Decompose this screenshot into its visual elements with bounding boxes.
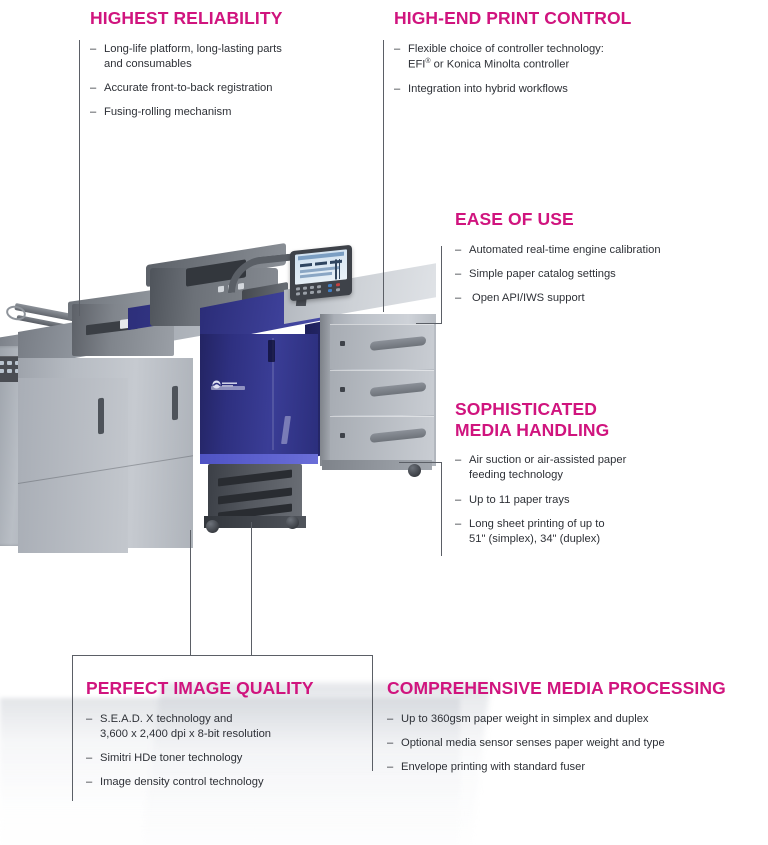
operator-control-panel[interactable] <box>290 244 352 302</box>
paper-tray-1 <box>330 324 434 369</box>
print-engine-door-notch <box>268 340 275 362</box>
bullet-item: Flexible choice of controller technology… <box>394 42 674 73</box>
connector-media-handling-vertical <box>441 462 442 556</box>
bullet-text-cont: feeding technology <box>469 469 563 482</box>
caster-wheel-right <box>408 464 421 477</box>
lower-paper-drawers <box>208 464 302 522</box>
bullet-item: Up to 360gsm paper weight in simplex and… <box>387 712 747 727</box>
section-title-highest-reliability: HIGHEST RELIABILITY <box>90 8 283 28</box>
section-high-end-print-control: HIGH-END PRINT CONTROL Flexible choice o… <box>394 8 674 106</box>
connector-comprehensive-drop <box>251 522 252 656</box>
bullet-item: Fusing-rolling mechanism <box>90 105 350 120</box>
caster-wheel-left <box>206 520 219 533</box>
bullet-item: Open API/IWS support <box>455 291 725 306</box>
left-unit-handle-a <box>98 397 104 435</box>
title-line-2: MEDIA HANDLING <box>455 419 610 440</box>
bullet-item: Long sheet printing of up to 51" (simple… <box>455 517 725 547</box>
print-engine-body <box>200 334 318 462</box>
section-perfect-image-quality: PERFECT IMAGE QUALITY S.E.A.D. X technol… <box>86 678 366 799</box>
connector-ease-of-use-horizontal <box>416 323 442 324</box>
section-comprehensive-media-processing: COMPREHENSIVE MEDIA PROCESSING Up to 360… <box>387 678 747 784</box>
panel-keypad[interactable] <box>296 282 346 297</box>
bullet-text-cont: 51" (simplex), 34" (duplex) <box>469 532 601 545</box>
bullet-text: Long sheet printing of up to <box>469 517 605 530</box>
connector-highest-reliability <box>79 40 80 316</box>
section-highest-reliability: HIGHEST RELIABILITY Long-life platform, … <box>90 8 350 129</box>
left-unit-front-door <box>18 378 128 553</box>
bullet-text-cont: EFI® or Konica Minolta controller <box>408 57 570 71</box>
paper-tray-2 <box>330 370 434 415</box>
paper-tray-3 <box>330 416 434 461</box>
connector-comprehensive-left <box>372 655 373 771</box>
konica-minolta-logo <box>212 376 238 389</box>
bullet-item: Envelope printing with standard fuser <box>387 760 747 775</box>
bullet-item: Air suction or air-assisted paper feedin… <box>455 453 725 483</box>
bullet-text: Air suction or air-assisted paper <box>469 454 627 467</box>
bullet-list-highest-reliability: Long-life platform, long-lasting parts a… <box>90 42 350 121</box>
section-title-sophisticated-media-handling: SOPHISTICATED MEDIA HANDLING <box>455 399 725 440</box>
left-unit-handle-b <box>172 385 178 421</box>
bullet-item: Long-life platform, long-lasting parts a… <box>90 42 350 72</box>
print-engine-base-strip <box>200 454 318 464</box>
bullet-item: Optional media sensor senses paper weigh… <box>387 736 747 751</box>
bullet-list-perfect-image-quality: S.E.A.D. X technology and 3,600 x 2,400 … <box>86 712 366 791</box>
bullet-text-cont: and consumables <box>104 57 192 70</box>
panel-touchscreen[interactable] <box>295 249 347 285</box>
connector-ease-of-use-vertical <box>441 246 442 324</box>
section-title-high-end-print-control: HIGH-END PRINT CONTROL <box>394 8 632 28</box>
engine-model-text <box>211 386 245 390</box>
bullet-list-sophisticated-media-handling: Air suction or air-assisted paper feedin… <box>455 453 725 547</box>
bullet-item: S.E.A.D. X technology and 3,600 x 2,400 … <box>86 712 366 742</box>
connector-media-handling-horizontal <box>399 462 442 463</box>
bullet-item: Automated real-time engine calibration <box>455 243 725 258</box>
bullet-list-high-end-print-control: Flexible choice of controller technology… <box>394 42 674 97</box>
bullet-item: Accurate front-to-back registration <box>90 81 350 96</box>
lower-drawer-base <box>204 516 306 528</box>
bullet-item: Simple paper catalog settings <box>455 267 725 282</box>
bullet-text: S.E.A.D. X technology and <box>100 712 233 725</box>
bullet-item: Simitri HDe toner technology <box>86 751 366 766</box>
section-title-perfect-image-quality: PERFECT IMAGE QUALITY <box>86 678 314 698</box>
section-ease-of-use: EASE OF USE Automated real-time engine c… <box>455 209 725 315</box>
connector-perfect-image-drop <box>190 530 191 656</box>
production-printer-image <box>0 228 491 845</box>
right-cabinet-base <box>322 460 432 470</box>
bullet-list-ease-of-use: Automated real-time engine calibration S… <box>455 243 725 306</box>
connector-high-end-print-control <box>383 40 384 312</box>
bullet-item: Image density control technology <box>86 775 366 790</box>
section-title-comprehensive-media-processing: COMPREHENSIVE MEDIA PROCESSING <box>387 678 726 698</box>
caster-wheel-mid <box>286 516 299 529</box>
connector-perfect-image-left <box>72 655 73 801</box>
bullet-item: Integration into hybrid workflows <box>394 82 674 97</box>
section-sophisticated-media-handling: SOPHISTICATED MEDIA HANDLING Air suction… <box>455 399 725 556</box>
title-line-1: SOPHISTICATED <box>455 399 597 419</box>
bullet-text-cont: 3,600 x 2,400 dpi x 8-bit resolution <box>100 727 272 740</box>
bullet-text: Long-life platform, long-lasting parts <box>104 42 282 55</box>
bullet-text: Flexible choice of controller technology… <box>408 42 604 55</box>
bullet-list-comprehensive-media-processing: Up to 360gsm paper weight in simplex and… <box>387 712 747 775</box>
bullet-item: Up to 11 paper trays <box>455 493 725 508</box>
section-title-ease-of-use: EASE OF USE <box>455 209 574 229</box>
connector-bottom-bar <box>72 655 373 656</box>
